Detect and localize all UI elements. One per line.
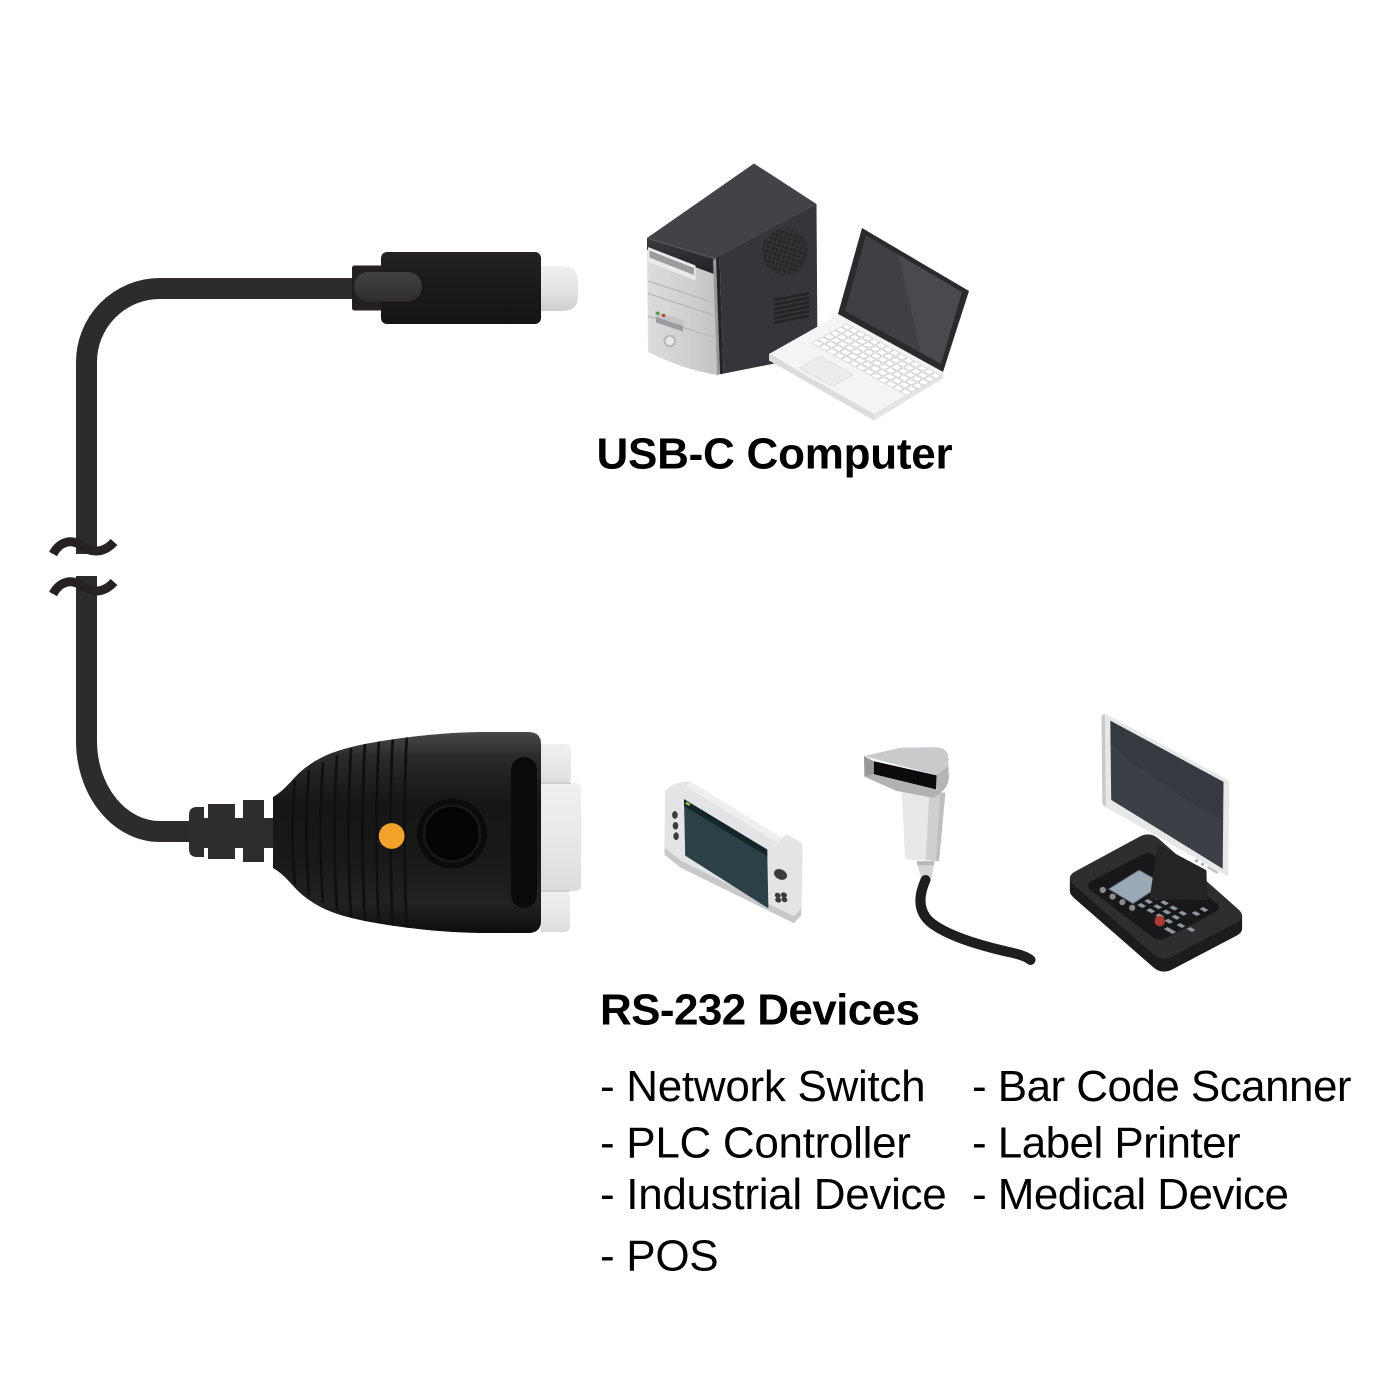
svg-text:- Network Switch: - Network Switch — [600, 1062, 925, 1111]
svg-text:- PLC Controller: - PLC Controller — [600, 1119, 911, 1168]
svg-text:- Industrial Device: - Industrial Device — [600, 1170, 946, 1219]
svg-text:- POS: - POS — [600, 1232, 718, 1281]
svg-text:- Label Printer: - Label Printer — [972, 1119, 1240, 1168]
svg-text:USB-C Computer: USB-C Computer — [597, 430, 953, 479]
svg-text:RS-232 Devices: RS-232 Devices — [600, 986, 919, 1035]
svg-text:- Medical Device: - Medical Device — [972, 1170, 1288, 1219]
svg-text:- Bar Code Scanner: - Bar Code Scanner — [972, 1062, 1351, 1111]
